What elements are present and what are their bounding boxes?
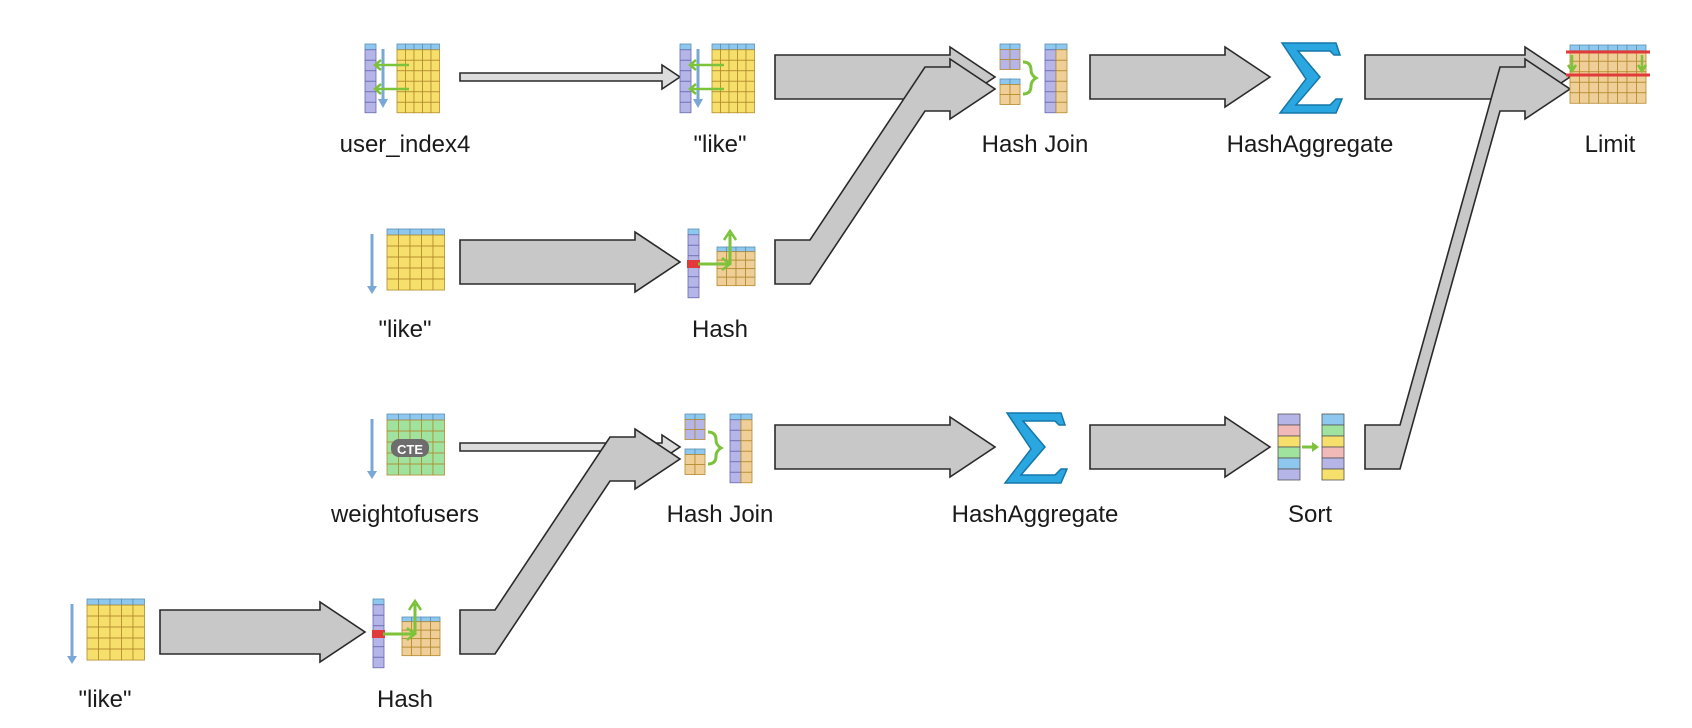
plan-node-n4[interactable]: HashAggregate <box>1227 42 1394 158</box>
plan-node-n10[interactable]: HashAggregate <box>952 412 1119 528</box>
limit-icon <box>1566 44 1650 104</box>
node-label: "like" <box>693 131 746 158</box>
edge-arrow-n7-to-n3 <box>774 57 997 285</box>
node-label: HashAggregate <box>1227 131 1394 158</box>
node-label: "like" <box>78 686 131 713</box>
plan-node-n11[interactable]: Sort <box>1277 413 1345 528</box>
edge-arrow-n12-to-n13 <box>159 600 367 664</box>
plan-node-n6[interactable]: "like" <box>367 228 445 343</box>
edge-arrow-n9-to-n10 <box>774 415 997 479</box>
edge-arrow-n1-to-n2 <box>459 63 682 91</box>
node-label: HashAggregate <box>952 501 1119 528</box>
sort-icon <box>1277 413 1345 481</box>
seq-scan-icon <box>67 598 145 664</box>
hash-join-icon <box>684 413 753 484</box>
node-label: Hash <box>692 316 748 343</box>
edge-arrow-n3-to-n4 <box>1089 45 1272 109</box>
plan-node-n5[interactable]: Limit <box>1566 44 1650 158</box>
node-label: Sort <box>1288 501 1332 528</box>
plan-node-n7[interactable]: Hash <box>687 228 756 343</box>
node-label: Limit <box>1585 131 1636 158</box>
plan-node-n1[interactable]: user_index4 <box>340 43 471 158</box>
node-label: Hash <box>377 686 433 713</box>
plan-node-n9[interactable]: Hash Join <box>667 413 774 528</box>
plan-node-n2[interactable]: "like" <box>679 43 755 158</box>
index-scan-icon <box>364 43 440 114</box>
sigma-aggregate-icon <box>1278 42 1344 114</box>
sigma-aggregate-icon <box>1003 412 1069 484</box>
edge-arrow-n6-to-n7 <box>459 230 682 294</box>
node-label: Hash Join <box>982 131 1089 158</box>
index-scan-icon <box>679 43 755 114</box>
hash-icon <box>687 228 756 299</box>
node-label: Hash Join <box>667 501 774 528</box>
node-label: user_index4 <box>340 131 471 158</box>
plan-node-n8[interactable]: CTE weightofusers <box>330 413 479 528</box>
edge-arrow-n13-to-n9 <box>459 427 682 655</box>
plan-node-n13[interactable]: Hash <box>372 598 441 713</box>
edges-layer <box>159 45 1572 664</box>
plan-node-n12[interactable]: "like" <box>67 598 145 713</box>
node-label: weightofusers <box>330 501 479 528</box>
hash-join-icon <box>999 43 1068 114</box>
edge-arrow-n10-to-n11 <box>1089 415 1272 479</box>
cte-scan-icon: CTE <box>367 413 445 479</box>
cte-badge-text: CTE <box>397 442 423 457</box>
edge-arrow-n11-to-n5 <box>1364 57 1572 470</box>
node-label: "like" <box>378 316 431 343</box>
hash-icon <box>372 598 441 669</box>
seq-scan-icon <box>367 228 445 294</box>
plan-node-n3[interactable]: Hash Join <box>982 43 1089 158</box>
